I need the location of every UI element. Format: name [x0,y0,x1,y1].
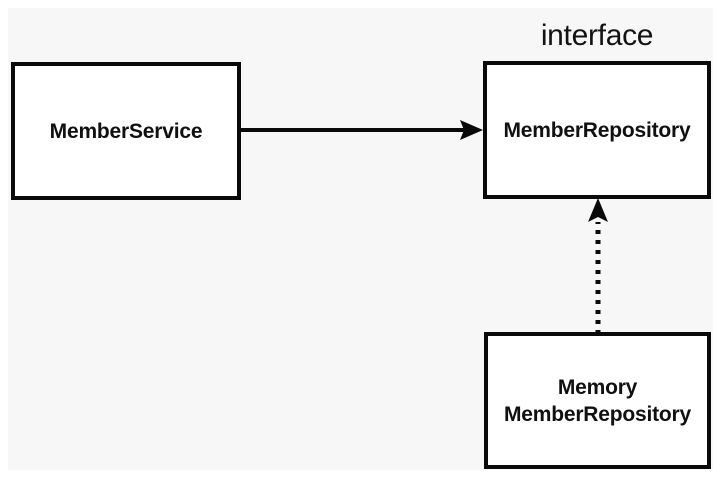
arrow-head-filled-triangle [460,120,483,140]
class-box-label: MemberService [49,119,203,143]
class-box-member-service: MemberService [11,62,241,200]
realization-arrow-memory-to-repository [588,198,608,334]
class-box-memory-member-repository: Memory MemberRepository [484,332,711,469]
class-box-label: MemberRepository [503,118,691,142]
stereotype-label-interface: interface [540,19,654,52]
association-arrow-service-to-repository [238,120,483,140]
class-box-label: Memory MemberRepository [503,375,691,426]
arrow-head-filled-triangle [588,198,608,222]
class-box-member-repository: MemberRepository [483,61,711,199]
